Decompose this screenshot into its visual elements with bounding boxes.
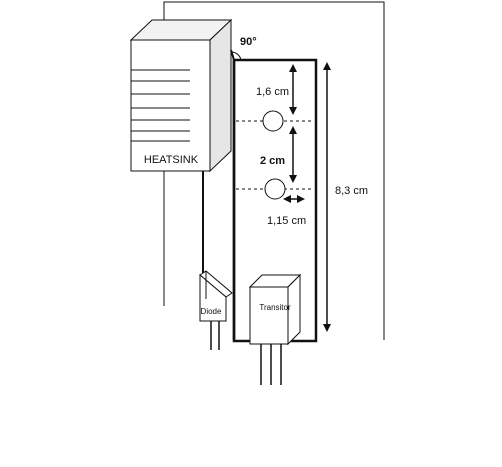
heatsink-fins [131, 69, 190, 142]
plate-height-label: 8,3 cm [335, 185, 368, 197]
mounting-hole-2 [264, 178, 286, 200]
hole-offset-label: 1,15 cm [267, 215, 306, 227]
diode: Diode [199, 270, 233, 350]
diode-leads [210, 321, 220, 350]
diode-label: Diode [201, 307, 222, 316]
transistor-front-face [249, 286, 289, 345]
heatsink: HEATSINK [129, 18, 233, 173]
transistor: Transitor [248, 273, 302, 385]
hole-gap-label: 2 cm [260, 155, 285, 167]
transistor-leads [260, 344, 282, 385]
transistor-label: Transitor [259, 303, 291, 312]
heatsink-front-face [130, 39, 211, 172]
mounting-hole-1 [262, 110, 284, 132]
angle-label: 90° [240, 36, 257, 48]
heatsink-label: HEATSINK [144, 154, 199, 166]
top-gap-label: 1,6 cm [256, 86, 289, 98]
heatsink-side-face [209, 18, 232, 173]
